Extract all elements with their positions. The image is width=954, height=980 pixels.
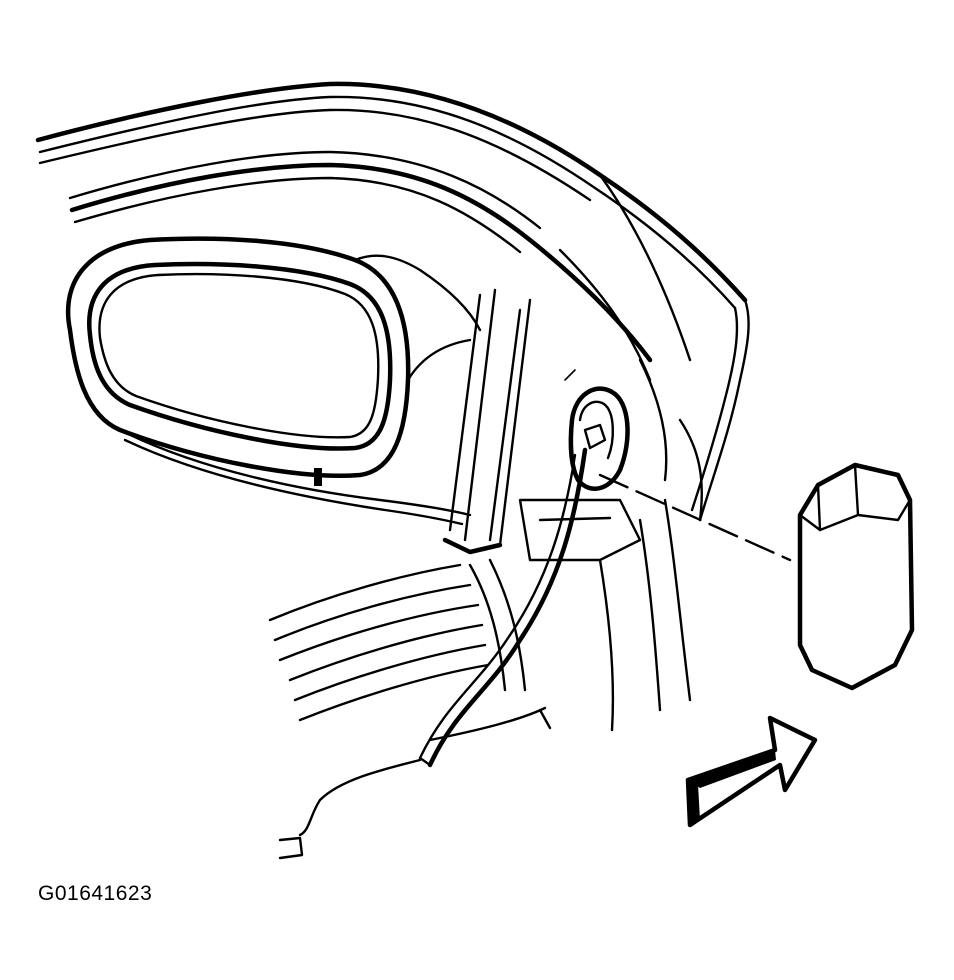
patch-cover (797, 462, 915, 691)
door-frame (35, 81, 750, 522)
outside-mirror (65, 236, 482, 526)
direction-arrow (685, 715, 818, 828)
mirror-wiring-harness (278, 447, 588, 860)
figure-id-label: G01641623 (38, 882, 153, 905)
door-panel (268, 288, 703, 732)
alignment-line (598, 473, 792, 562)
